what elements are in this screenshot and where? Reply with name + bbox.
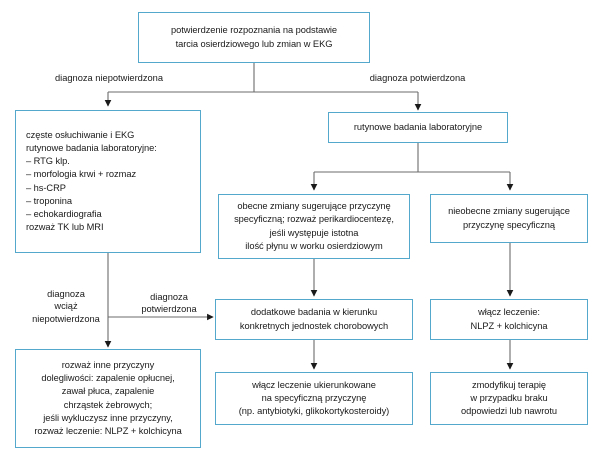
- node-specific-present-label: obecne zmiany sugerujące przyczynę specy…: [234, 201, 394, 251]
- node-modify-therapy[interactable]: zmodyfikuj terapię w przypadku braku odp…: [430, 372, 588, 425]
- node-other-causes-label: rozważ inne przyczyny dolegliwości: zapa…: [34, 359, 182, 436]
- node-start-treatment[interactable]: włącz leczenie: NLPZ + kolchicyna: [430, 299, 588, 340]
- node-workup-left[interactable]: częste osłuchiwanie i EKG rutynowe badan…: [15, 110, 201, 253]
- node-specific-absent[interactable]: nieobecne zmiany sugerujące przyczynę sp…: [430, 194, 588, 243]
- edge-label-not-confirmed: diagnoza niepotwierdzona: [54, 73, 164, 83]
- node-targeted-treatment[interactable]: włącz leczenie ukierunkowane na specyfic…: [215, 372, 413, 425]
- edge-label-confirmed: diagnoza potwierdzona: [369, 73, 466, 83]
- node-additional-tests-label: dodatkowe badania w kierunku konkretnych…: [239, 307, 389, 331]
- node-targeted-treatment-label: włącz leczenie ukierunkowane na specyfic…: [238, 379, 390, 417]
- node-start-treatment-label: włącz leczenie: NLPZ + kolchicyna: [470, 307, 548, 331]
- node-specific-present[interactable]: obecne zmiany sugerujące przyczynę specy…: [218, 194, 410, 259]
- node-routine-labs-label: rutynowe badania laboratoryjne: [353, 121, 483, 132]
- node-other-causes[interactable]: rozważ inne przyczyny dolegliwości: zapa…: [15, 349, 201, 448]
- node-root-label: potwierdzenie rozpoznania na podstawie t…: [170, 25, 338, 49]
- node-additional-tests[interactable]: dodatkowe badania w kierunku konkretnych…: [215, 299, 413, 340]
- node-workup-left-label: częste osłuchiwanie i EKG rutynowe badan…: [26, 129, 157, 233]
- edge-label-confirmed-lower: diagnoza potwierdzona: [141, 292, 197, 315]
- edge-label-still-not-confirmed: diagnoza wciąż niepotwierdzona: [32, 289, 100, 324]
- node-root[interactable]: potwierdzenie rozpoznania na podstawie t…: [138, 12, 370, 63]
- node-modify-therapy-label: zmodyfikuj terapię w przypadku braku odp…: [460, 379, 558, 417]
- node-specific-absent-label: nieobecne zmiany sugerujące przyczynę sp…: [448, 206, 570, 230]
- node-routine-labs[interactable]: rutynowe badania laboratoryjne: [328, 112, 508, 143]
